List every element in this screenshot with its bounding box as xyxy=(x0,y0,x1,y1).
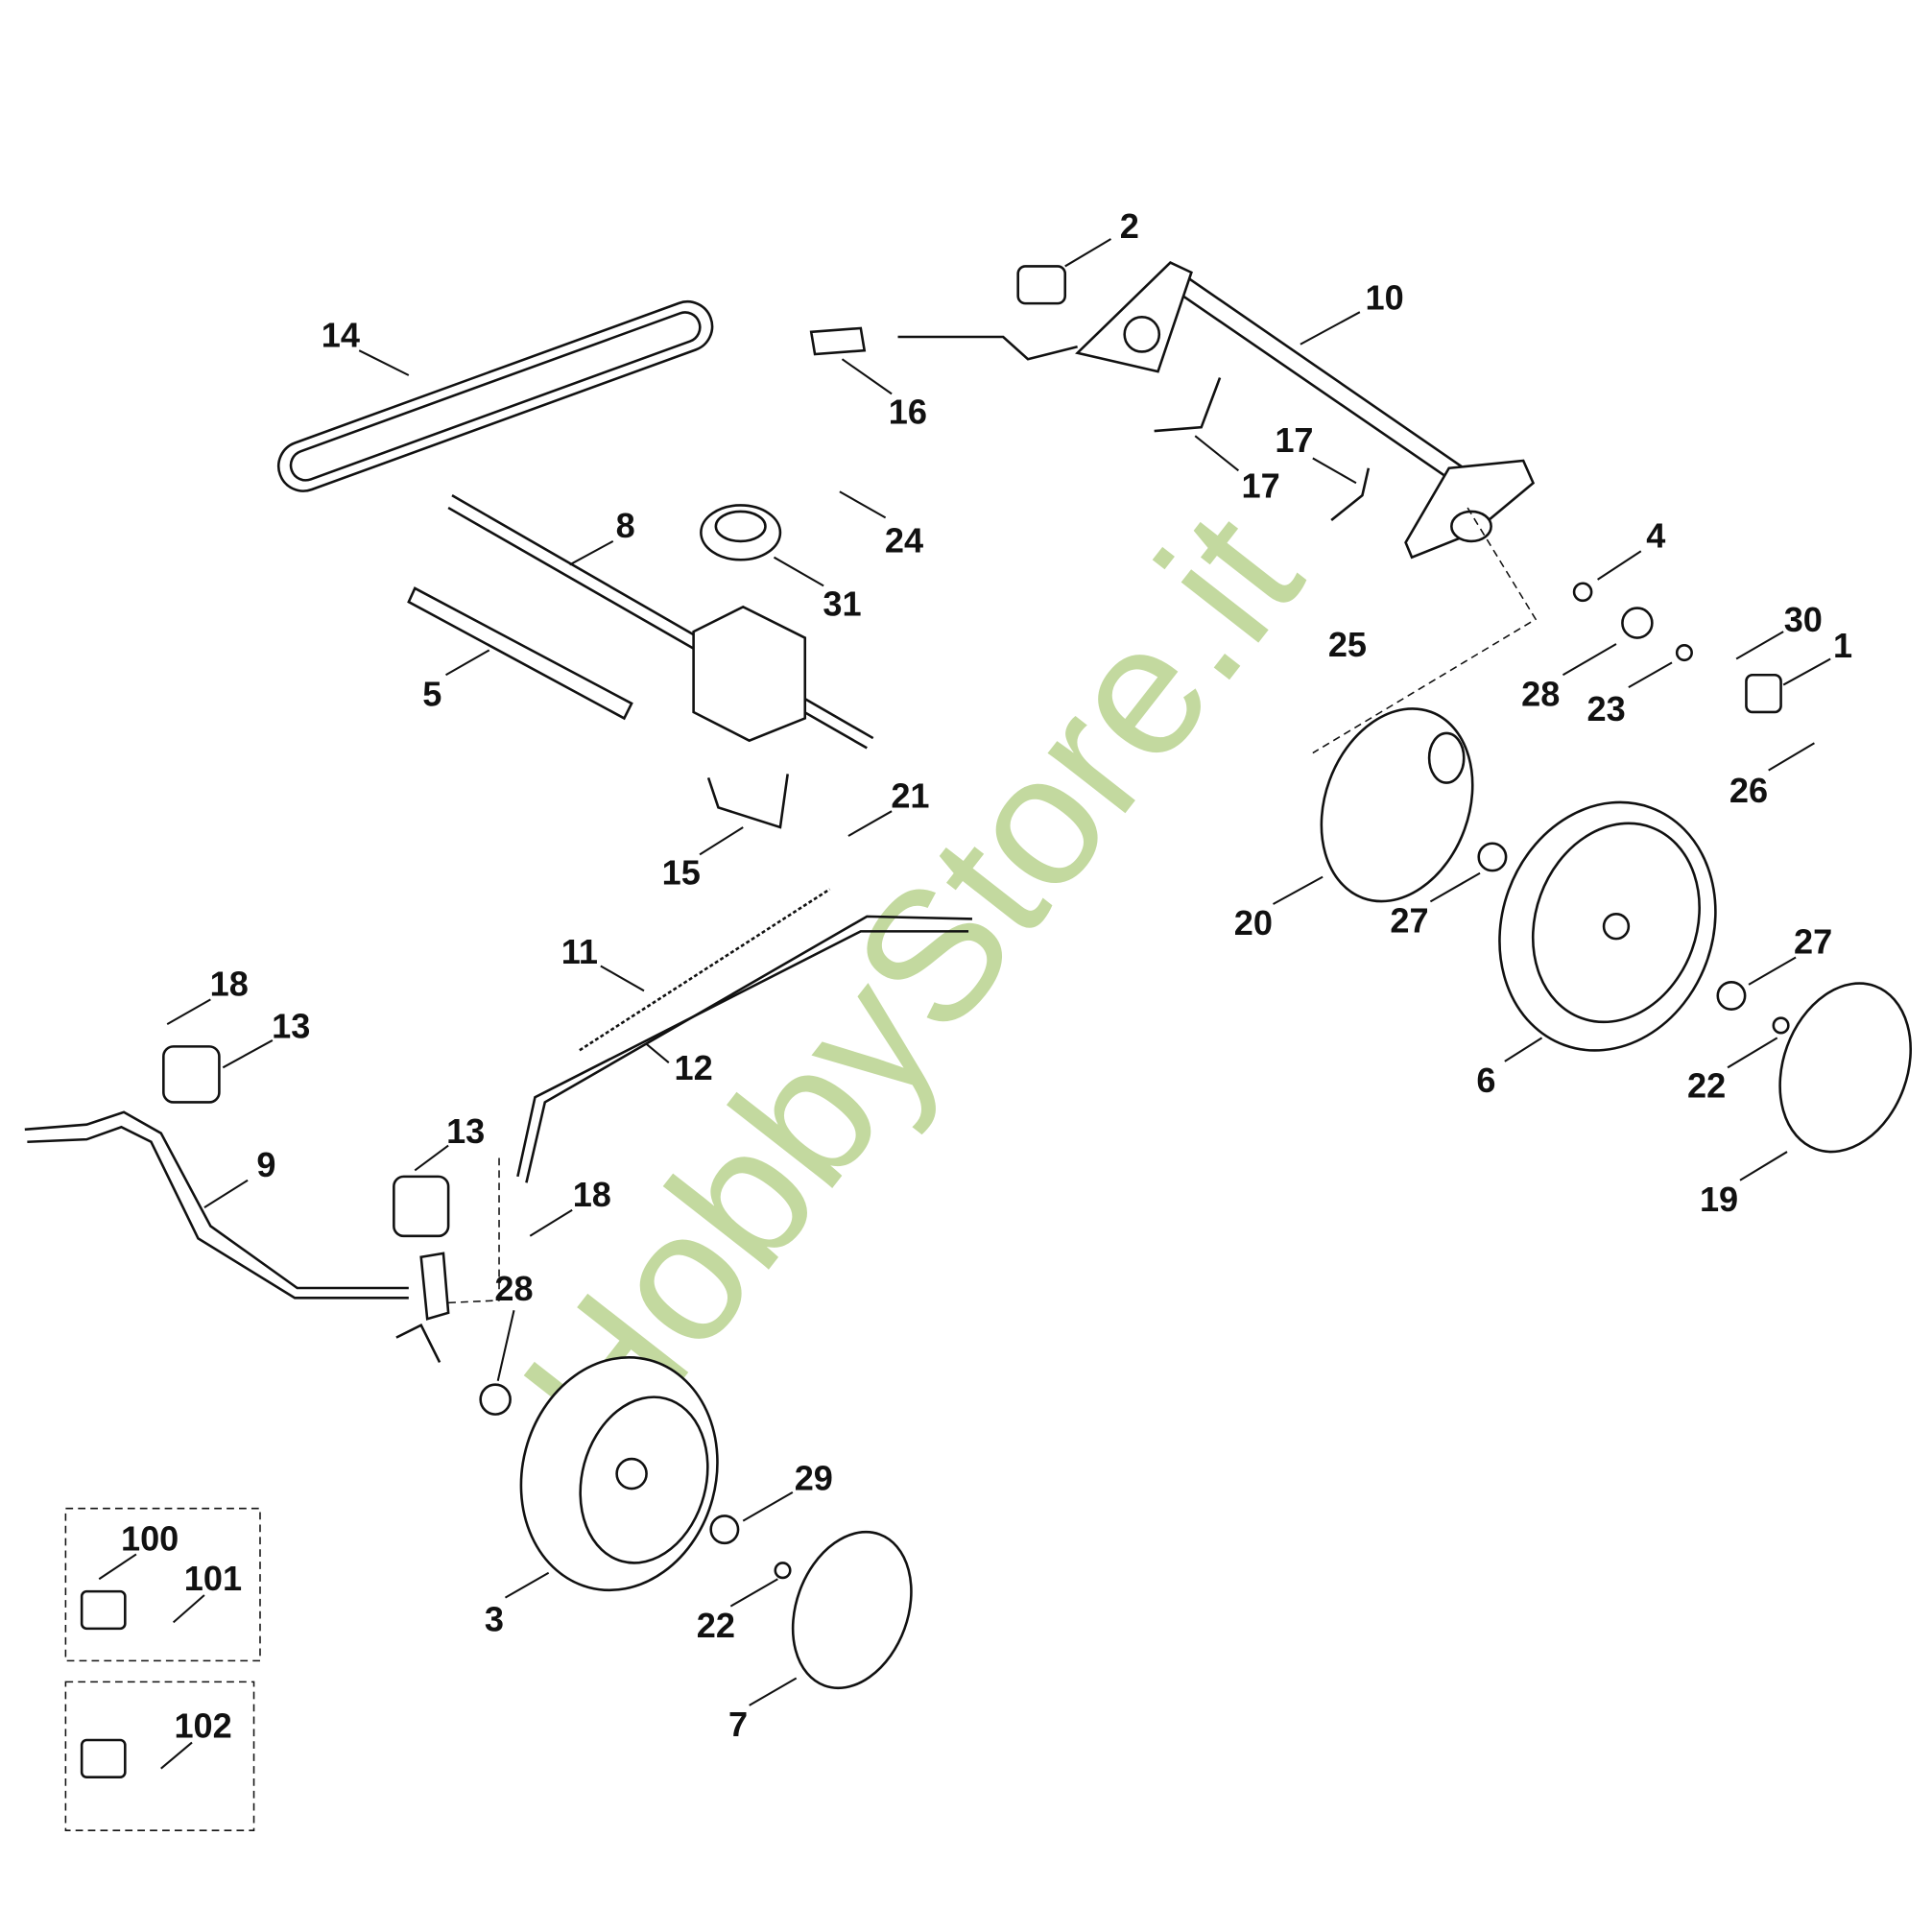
label: 7 xyxy=(728,1705,748,1744)
label: 13 xyxy=(272,1006,310,1045)
tube-5 xyxy=(407,586,633,721)
shaft-8 xyxy=(447,494,874,750)
leader-lines xyxy=(98,238,1831,1770)
label: 18 xyxy=(573,1175,611,1214)
label: 19 xyxy=(1700,1180,1738,1219)
label: 12 xyxy=(675,1048,713,1087)
label: 13 xyxy=(446,1111,485,1151)
label: 11 xyxy=(561,932,598,971)
front-wheel-3 xyxy=(519,1356,719,1592)
label: 100 xyxy=(121,1519,179,1559)
label: 20 xyxy=(1234,903,1273,942)
label: 30 xyxy=(1784,600,1823,639)
label: 23 xyxy=(1587,689,1626,728)
lower-rod-12 xyxy=(516,915,972,1183)
belt-14 xyxy=(276,300,714,492)
label: 27 xyxy=(1390,901,1428,941)
part-labels: 2 10 14 16 17 17 8 24 31 4 25 30 1 28 23… xyxy=(121,206,1852,1746)
label: 5 xyxy=(422,675,441,714)
label: 22 xyxy=(1687,1065,1726,1105)
bracket-15 xyxy=(706,774,789,829)
spring-17 xyxy=(1154,377,1371,521)
bracket-13 xyxy=(162,1045,450,1238)
label: 18 xyxy=(210,964,249,1003)
label: 9 xyxy=(256,1145,275,1184)
label: 15 xyxy=(662,852,701,892)
rear-disc-20 xyxy=(1320,707,1474,903)
front-axle-9 xyxy=(24,1110,450,1364)
label: 102 xyxy=(174,1705,231,1745)
label: 28 xyxy=(494,1269,533,1308)
label: 101 xyxy=(184,1559,242,1598)
lever-16 xyxy=(809,326,1078,361)
hubcap-19 xyxy=(1778,982,1913,1154)
label: 8 xyxy=(616,506,635,545)
label: 21 xyxy=(891,775,929,815)
label: 3 xyxy=(485,1599,504,1638)
label: 17 xyxy=(1242,466,1280,506)
label: 22 xyxy=(697,1606,735,1645)
label: 6 xyxy=(1476,1061,1495,1100)
bearings xyxy=(479,582,1790,1580)
label: 16 xyxy=(889,392,927,431)
kit-box-102 xyxy=(64,1681,255,1831)
rear-wheel-6 xyxy=(1498,800,1717,1052)
rear-axle-rod-10 xyxy=(1075,261,1536,560)
label: 26 xyxy=(1729,771,1768,810)
label: 17 xyxy=(1275,420,1313,460)
spring-11 xyxy=(579,888,831,1052)
label: 10 xyxy=(1366,278,1404,318)
label: 28 xyxy=(1521,675,1560,714)
label: 14 xyxy=(322,315,360,354)
label: 4 xyxy=(1646,515,1665,555)
pinion-2 xyxy=(1016,265,1067,305)
gearbox xyxy=(692,605,807,743)
label: 29 xyxy=(795,1458,833,1497)
label: 25 xyxy=(1328,625,1367,664)
label: 24 xyxy=(885,521,923,561)
label: 2 xyxy=(1120,206,1139,246)
hubcap-7 xyxy=(791,1530,913,1690)
label: 1 xyxy=(1833,626,1852,665)
label: 27 xyxy=(1794,922,1832,962)
label: 31 xyxy=(823,584,861,623)
pulley-31 xyxy=(700,504,782,561)
watermark: HobbyStore.it xyxy=(484,476,1340,1491)
